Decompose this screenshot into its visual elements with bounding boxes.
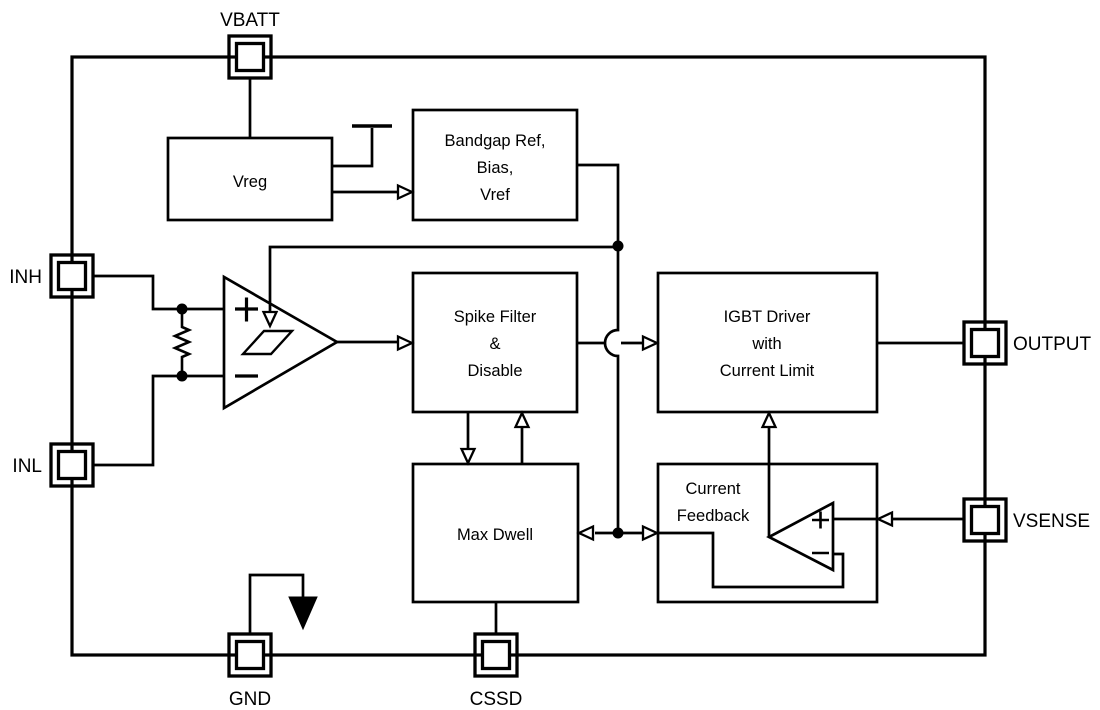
pin-inner: [234, 41, 266, 73]
bandgap-label-line2: Bias,: [477, 159, 514, 177]
resistor-icon: [171, 309, 193, 376]
arrow-into-spike-filter-icon: [396, 334, 415, 352]
wire-inl: [93, 374, 223, 467]
arrowheads: [261, 183, 894, 542]
spike-filter-label-line2: &: [489, 335, 500, 353]
max-dwell-label: Max Dwell: [457, 526, 533, 544]
arrow-into-bandgap-icon: [396, 183, 415, 201]
igbt-driver-label-line2: with: [751, 335, 781, 353]
pin-inner: [234, 639, 266, 671]
spike-filter-label-line3: Disable: [467, 362, 522, 380]
ground-icon: [288, 596, 318, 631]
pin-outer: [49, 253, 95, 299]
pin-outer: [473, 632, 519, 678]
junction-dots: [176, 240, 624, 539]
pin-gnd-label: GND: [229, 689, 271, 710]
pin-output: [962, 320, 1008, 366]
junction-dot: [176, 303, 188, 315]
wire-vref-to-comparator: [268, 245, 618, 311]
pin-outer: [962, 497, 1008, 543]
pin-inner: [480, 639, 512, 671]
spike-filter-label-line1: Spike Filter: [454, 308, 537, 326]
wire-gnd: [248, 573, 305, 633]
pin-vbatt: [227, 34, 273, 80]
pin-inner: [969, 327, 1001, 359]
wires: [93, 78, 964, 633]
arrow-into-feedback-icon: [641, 524, 660, 542]
igbt-driver-label-line1: IGBT Driver: [724, 308, 811, 326]
arrow-vsense-into-feedback-icon: [875, 510, 894, 528]
plus-icon: [812, 511, 829, 529]
wire-vreg-to-tap: [332, 128, 374, 168]
bandgap-label-line3: Vref: [480, 186, 510, 204]
junction-dot: [612, 527, 624, 539]
pin-inner: [56, 449, 88, 481]
arrow-into-igbt-driver-icon: [641, 334, 660, 352]
pin-cssd-label: CSSD: [470, 689, 523, 710]
comparator-symbols: [235, 297, 295, 378]
pin-outer: [227, 632, 273, 678]
igbt-driver-label-line3: Current Limit: [720, 362, 815, 380]
wire-feedback-loop: [658, 531, 845, 589]
block-vreg: [166, 136, 334, 222]
pin-outer: [227, 34, 273, 80]
opamp-symbols: [812, 511, 829, 555]
pin-inner: [969, 504, 1001, 536]
pin-outer: [49, 442, 95, 488]
plus-icon: [235, 297, 258, 322]
pin-cssd: [473, 632, 519, 678]
vreg-label: Vreg: [233, 173, 267, 191]
pin-vsense-label: VSENSE: [1013, 511, 1090, 532]
current-feedback-label-line2: Feedback: [677, 507, 750, 525]
pin-inh: [49, 253, 95, 299]
arrow-vref-into-comparator-icon: [261, 310, 279, 329]
junction-dot: [176, 370, 188, 382]
pin-vbatt-label: VBATT: [220, 10, 280, 31]
wire-bandgap-out: [577, 163, 620, 246]
bandgap-label-line1: Bandgap Ref,: [445, 132, 546, 150]
current-feedback-label-line1: Current: [685, 480, 740, 498]
junction-dot: [612, 240, 624, 252]
arrow-into-max-dwell-right-icon: [576, 524, 595, 542]
pin-gnd: [227, 632, 273, 678]
arrow-into-igbt-bottom-icon: [760, 410, 778, 429]
pin-vsense: [962, 497, 1008, 543]
pin-inl: [49, 442, 95, 488]
wire-vertical-rail-with-hop: [603, 246, 620, 533]
block-max-dwell: [411, 462, 580, 604]
pin-output-label: OUTPUT: [1013, 334, 1092, 355]
block-igbt-driver: [656, 271, 879, 414]
pin-outer: [962, 320, 1008, 366]
pin-inl-label: INL: [12, 456, 42, 477]
hysteresis-icon: [240, 329, 295, 356]
arrow-into-spike-bottom-icon: [513, 410, 531, 429]
pin-inner: [56, 260, 88, 292]
block-bandgap: [411, 108, 579, 222]
arrow-into-max-dwell-icon: [459, 447, 477, 466]
pin-inh-label: INH: [9, 267, 42, 288]
wire-inh: [93, 274, 223, 311]
